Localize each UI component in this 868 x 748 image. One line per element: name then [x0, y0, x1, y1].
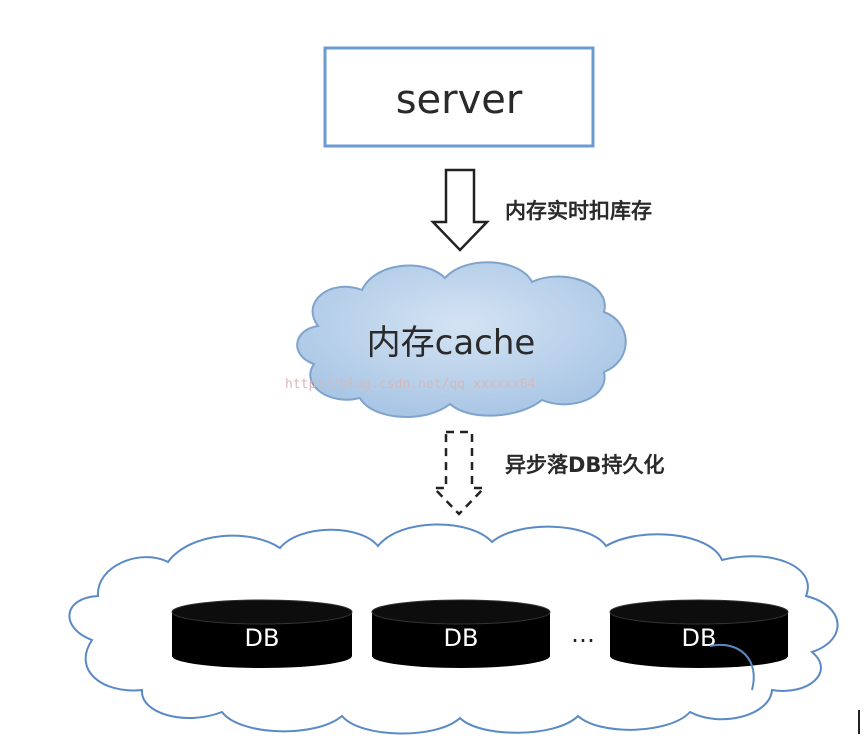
cache-node: 内存cache http://blog.csdn.net/qq_xxxxxx64 — [285, 261, 627, 418]
server-node: server — [323, 46, 595, 148]
async-arrow-label: 异步落DB持久化 — [505, 453, 664, 477]
db-cylinder: DB — [371, 599, 551, 668]
more-db-ellipsis: … — [571, 620, 595, 648]
db-label: DB — [682, 624, 717, 652]
cache-cloud-shape — [296, 261, 627, 418]
db-cylinder: DB — [171, 599, 353, 668]
cloud-edge-curve — [709, 643, 755, 691]
cache-label: 内存cache — [367, 323, 536, 363]
async-arrow: 异步落DB持久化 — [431, 430, 664, 516]
db-label: DB — [444, 624, 479, 652]
watermark-text: http://blog.csdn.net/qq_xxxxxx64 — [285, 377, 536, 392]
server-box — [323, 46, 595, 148]
sync-arrow-label: 内存实时扣库存 — [505, 199, 652, 223]
db-cylinder: DB — [609, 599, 789, 691]
server-label: server — [396, 77, 523, 123]
text-cursor — [858, 710, 860, 734]
dashed-down-arrow-icon — [431, 430, 487, 516]
db-label: DB — [245, 624, 280, 652]
storage-node: DB DB … DB — [68, 523, 839, 735]
sync-arrow: 内存实时扣库存 — [430, 168, 652, 252]
down-arrow-icon — [430, 168, 490, 252]
